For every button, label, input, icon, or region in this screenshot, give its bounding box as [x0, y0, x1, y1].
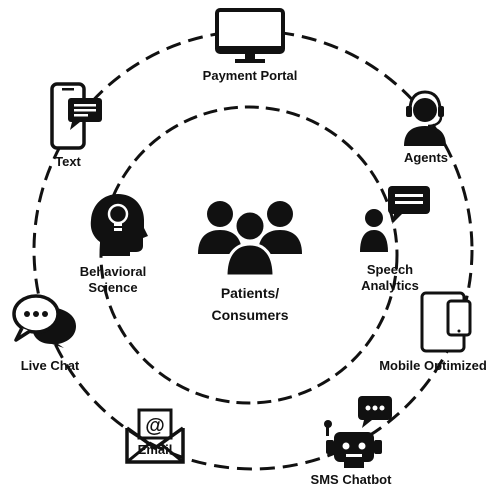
- email-label: Email: [137, 442, 173, 457]
- tablet-phone-icon: [420, 291, 472, 353]
- chat-bubbles-icon: [12, 294, 76, 348]
- behavioral-label-line2: Science: [88, 280, 138, 295]
- speech-label-line2: Analytics: [361, 278, 419, 293]
- people-group-icon: [198, 201, 302, 278]
- outer-dashed-ring: [32, 29, 474, 471]
- center-label-line1: Patients/: [220, 285, 280, 301]
- headset-agent-icon: [404, 90, 446, 146]
- sms-chatbot-label: SMS Chatbot: [310, 472, 392, 487]
- live-chat-label: Live Chat: [20, 358, 80, 373]
- agents-label: Agents: [403, 150, 449, 165]
- person-speech-bubble-icon: [360, 186, 430, 252]
- speech-label-line1: Speech: [366, 262, 414, 277]
- robot-chat-icon: [324, 396, 392, 468]
- mobile-optimized-label: Mobile Optimized: [379, 358, 487, 373]
- payment-portal-label: Payment Portal: [202, 68, 298, 83]
- behavioral-label-line1: Behavioral: [79, 264, 147, 279]
- head-lightbulb-icon: [90, 194, 148, 256]
- envelope-at-icon: @: [125, 408, 185, 464]
- center-label-line2: Consumers: [211, 307, 289, 323]
- smartphone-message-icon: [50, 82, 102, 150]
- monitor-icon: [215, 8, 285, 63]
- text-label: Text: [55, 154, 81, 169]
- svg-text:@: @: [145, 415, 165, 437]
